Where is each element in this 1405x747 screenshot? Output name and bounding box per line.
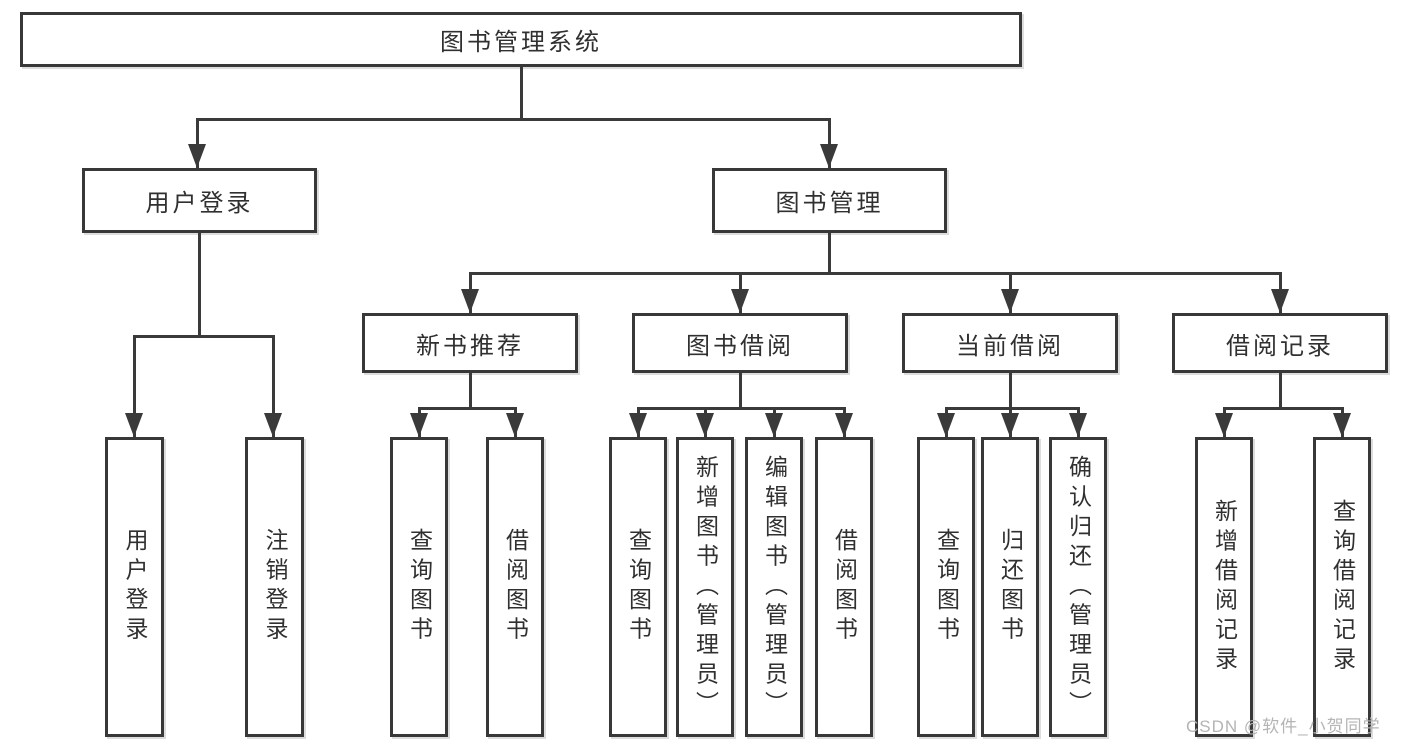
node-book-borrowing: 图书借阅 <box>632 313 848 373</box>
arrowhead-down-icon <box>731 289 749 313</box>
node-root: 图书管理系统 <box>20 12 1022 67</box>
connector-drop-leaf <box>132 335 136 437</box>
arrowhead-down-icon <box>629 413 647 437</box>
leaf-label: 查询借阅记录 <box>1329 498 1356 676</box>
leaf-label: 注销登录 <box>262 528 288 646</box>
connector-section-bus <box>946 407 1079 410</box>
leaf-bb-query-books: 查询图书 <box>609 437 667 737</box>
connector-root-stem <box>519 67 523 118</box>
node-borrowing-records: 借阅记录 <box>1172 313 1388 373</box>
connector-section-stem <box>738 373 742 407</box>
leaf-cb-return-books: 归还图书 <box>981 437 1039 737</box>
leaf-nb-query-books: 查询图书 <box>390 437 448 737</box>
arrowhead-down-icon <box>835 413 853 437</box>
arrowhead-down-icon <box>264 413 282 437</box>
arrowhead-down-icon <box>506 413 524 437</box>
leaf-cb-confirm-return-admin: 确认归还（管理员） <box>1049 437 1107 737</box>
arrowhead-down-icon <box>1001 289 1019 313</box>
node-current-borrowing: 当前借阅 <box>902 313 1118 373</box>
connector-drop-user-login <box>195 118 199 168</box>
connector-drop-book-management <box>827 118 831 168</box>
leaf-label: 确认归还（管理员） <box>1065 454 1092 720</box>
leaf-bb-edit-books-admin: 编辑图书（管理员） <box>745 437 803 737</box>
connector-root-bus <box>197 118 830 121</box>
node-new-book-recommendation: 新书推荐 <box>362 313 578 373</box>
leaf-label: 查询图书 <box>406 528 433 646</box>
arrowhead-down-icon <box>820 144 838 168</box>
connector-management-stem <box>827 233 831 272</box>
arrowhead-down-icon <box>461 289 479 313</box>
leaf-label: 新增借阅记录 <box>1211 498 1238 676</box>
leaf-label: 查询图书 <box>933 528 960 646</box>
connector-section-stem <box>468 373 472 407</box>
arrowhead-down-icon <box>765 413 783 437</box>
arrowhead-down-icon <box>188 144 206 168</box>
connector-management-bus <box>470 272 1280 275</box>
node-user-login: 用户登录 <box>82 168 317 233</box>
leaf-br-query-record: 查询借阅记录 <box>1313 437 1371 737</box>
connector-login-stem <box>197 233 201 335</box>
leaf-nb-borrow-books: 借阅图书 <box>486 437 544 737</box>
connector-section-stem <box>1278 373 1282 407</box>
leaf-label: 用户登录 <box>122 528 148 646</box>
leaf-logout: 注销登录 <box>245 437 304 737</box>
leaf-cb-query-books: 查询图书 <box>917 437 975 737</box>
node-book-management: 图书管理 <box>712 168 947 233</box>
arrowhead-down-icon <box>696 413 714 437</box>
arrowhead-down-icon <box>937 413 955 437</box>
arrowhead-down-icon <box>1215 413 1233 437</box>
leaf-br-add-record: 新增借阅记录 <box>1195 437 1253 737</box>
leaf-label: 新增图书（管理员） <box>692 454 719 720</box>
connector-login-bus <box>134 335 275 338</box>
connector-section-bus <box>419 407 516 410</box>
arrowhead-down-icon <box>410 413 428 437</box>
connector-section-stem <box>1008 373 1012 407</box>
connector-section-bus <box>1224 407 1343 410</box>
connector-drop-leaf <box>272 335 275 437</box>
leaf-bb-borrow-books: 借阅图书 <box>815 437 873 737</box>
connector-section-bus <box>638 407 845 410</box>
leaf-label: 归还图书 <box>997 528 1024 646</box>
arrowhead-down-icon <box>1001 413 1019 437</box>
leaf-label: 借阅图书 <box>831 528 858 646</box>
arrowhead-down-icon <box>1333 413 1351 437</box>
leaf-user-login: 用户登录 <box>105 437 164 737</box>
arrowhead-down-icon <box>1271 289 1289 313</box>
leaf-bb-add-books-admin: 新增图书（管理员） <box>676 437 734 737</box>
arrowhead-down-icon <box>125 413 143 437</box>
arrowhead-down-icon <box>1069 413 1087 437</box>
leaf-label: 借阅图书 <box>502 528 529 646</box>
watermark: CSDN @软件_小贺同学 <box>1186 717 1381 736</box>
leaf-label: 查询图书 <box>625 528 652 646</box>
leaf-label: 编辑图书（管理员） <box>761 454 788 720</box>
